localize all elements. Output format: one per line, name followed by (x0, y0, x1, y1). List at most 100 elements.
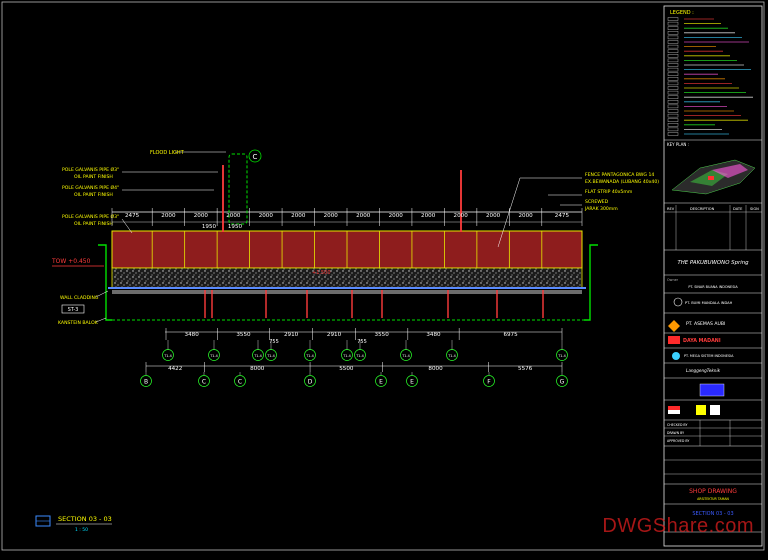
grid-bubble (304, 375, 316, 387)
grid-label: E (379, 379, 383, 386)
svg-text:SIGN: SIGN (750, 207, 759, 211)
top-dimension: 2000 (226, 213, 241, 219)
key-plan-map (671, 159, 756, 195)
drawing-border (1, 1, 765, 551)
mid-dimension: 2910 (327, 332, 342, 338)
title-block: LEGEND : KEY PLAN : REV DESCRIPTION DATE… (663, 5, 763, 547)
top-dimension: 2000 (454, 213, 469, 219)
mid-dimension: 3480 (185, 332, 200, 338)
note-wall-cladding: WALL CLADDING (60, 295, 99, 301)
column-tag: T1-4 (266, 354, 275, 358)
grid-label: F (487, 379, 491, 386)
note-pole1-b: OIL PAINT FINISH (74, 174, 113, 180)
column-tag: T1-4 (557, 354, 566, 358)
column-tag: T1-4 (355, 354, 364, 358)
grid-bubble (556, 375, 568, 387)
top-dimension: 2000 (518, 213, 533, 219)
note-pole2-b: OIL PAINT FINISH (74, 192, 113, 198)
note-pole3-a: POLE GALVANIS PIPE Ø3" (62, 213, 119, 220)
top-dimension: 2000 (194, 213, 209, 219)
owner-name: PT. SINAR BUANA INDONESIA (688, 285, 738, 289)
grid-bubble (140, 375, 152, 387)
grid-label: E (410, 379, 414, 386)
grid-bubble (483, 375, 495, 387)
mid-dimension: 3480 (426, 332, 441, 338)
legend-heading: LEGEND : (670, 10, 694, 16)
floodlight-box (228, 153, 248, 225)
note-pole2-a: POLE GALVANIS PIPE Ø4" (62, 184, 119, 191)
key-plan-label: KEY PLAN : (667, 142, 689, 147)
project-name: THE PAKUBUWONO Spring (677, 260, 749, 266)
grid-label: C (238, 379, 242, 386)
watermark: DWGShare.com (602, 515, 754, 537)
developer-name: PT. BUMI MANDALA INDAH (685, 301, 733, 305)
floodlight-label: FLOOD LIGHT (150, 150, 185, 156)
section-outline (98, 244, 112, 321)
marker-label: ST-3 (68, 307, 79, 313)
contractor-3: PT. MEGA SISTEM INDONESIA (684, 354, 734, 358)
top-dimension: 2000 (259, 213, 274, 219)
contractor-1: PT. ASEMAS AUBI (686, 321, 725, 327)
grid-bubble (375, 375, 387, 387)
column-tag: T1-4 (342, 354, 351, 358)
mid-dimension: 6975 (503, 332, 518, 338)
grid-label: B (144, 379, 148, 386)
tow-elevation: TOW +0.450 (51, 258, 91, 265)
grid-label: D (308, 379, 313, 386)
note-pole3-b: OIL PAINT FINISH (74, 221, 113, 227)
grid-label: C (202, 379, 206, 386)
column-tag: T1-4 (253, 354, 262, 358)
approved-by: APPROVED BY (667, 439, 689, 443)
bottom-dimension: 4422 (168, 366, 182, 372)
column-tag: T1-4 (305, 354, 314, 358)
floodlight-grid-bubble (248, 149, 262, 163)
sub-dimension: 1950 (202, 224, 217, 230)
section-title: SECTION 03 - 03 (58, 515, 112, 523)
grid-bubble (198, 375, 210, 387)
top-dimension: 2000 (291, 213, 306, 219)
consultant: LanggengTeknik (686, 368, 721, 373)
drawn-by: DRAWN BY (667, 431, 684, 435)
note-pole1-a: POLE GALVANIS PIPE Ø3" (62, 166, 119, 173)
grid-bubble (234, 375, 246, 387)
small-dimension: 755 (269, 339, 279, 345)
bottom-dimension: 8000 (428, 366, 443, 372)
bottom-dimension: 8000 (250, 366, 265, 372)
svg-text:DESCRIPTION: DESCRIPTION (690, 207, 715, 211)
marker-box (61, 304, 85, 314)
checked-by: CHECKED BY (667, 423, 687, 427)
sub-dimension: 1950 (228, 224, 243, 230)
mid-dimension: 3550 (236, 332, 251, 338)
grid-bubble (406, 375, 418, 387)
note-screwed-a: SCREWED (585, 199, 609, 205)
note-kanstein: KANSTEIN BALOK (58, 320, 99, 326)
top-dimension: 2000 (421, 213, 436, 219)
section-drawing: C FLOOD LIGHT POLE GALVANIS PIPE Ø3" OIL… (51, 149, 659, 387)
svg-text:REV: REV (667, 207, 675, 211)
top-dimension: 2000 (356, 213, 371, 219)
contractor-2: DAYA MADANI (683, 338, 721, 344)
svg-text:DATE: DATE (733, 207, 743, 211)
bottom-dimension: 5500 (339, 366, 354, 372)
column-tag: T1-4 (209, 354, 218, 358)
top-dimension: 2000 (324, 213, 339, 219)
section-title-block: SECTION 03 - 03 1 : 50 (35, 515, 112, 533)
top-dimension: 2000 (161, 213, 176, 219)
revision-table: REV DESCRIPTION DATE SIGN (664, 205, 762, 250)
top-dimension: 2000 (486, 213, 501, 219)
column-tag: T1-4 (401, 354, 410, 358)
floodlight-grid-letter: C (253, 153, 258, 161)
gravel-band (111, 267, 583, 289)
mid-dimension: 3550 (375, 332, 390, 338)
note-fence-a: FENCE PANTAGONICA BWG 14 (585, 172, 654, 178)
section-scale: 1 : 50 (75, 527, 88, 533)
grid-label: G (560, 379, 565, 386)
top-dimension: 2475 (555, 213, 570, 219)
note-fence-b: EX.BEWANADA (LUBANG 40x40) (585, 179, 659, 185)
top-dimension: 2475 (125, 213, 140, 219)
drawing-title: SECTION 03 - 03 (692, 511, 733, 517)
small-dimension: 755 (357, 339, 367, 345)
note-screwed-b: JARAK 300mm (584, 206, 618, 212)
bottom-dimension: 5576 (518, 366, 533, 372)
